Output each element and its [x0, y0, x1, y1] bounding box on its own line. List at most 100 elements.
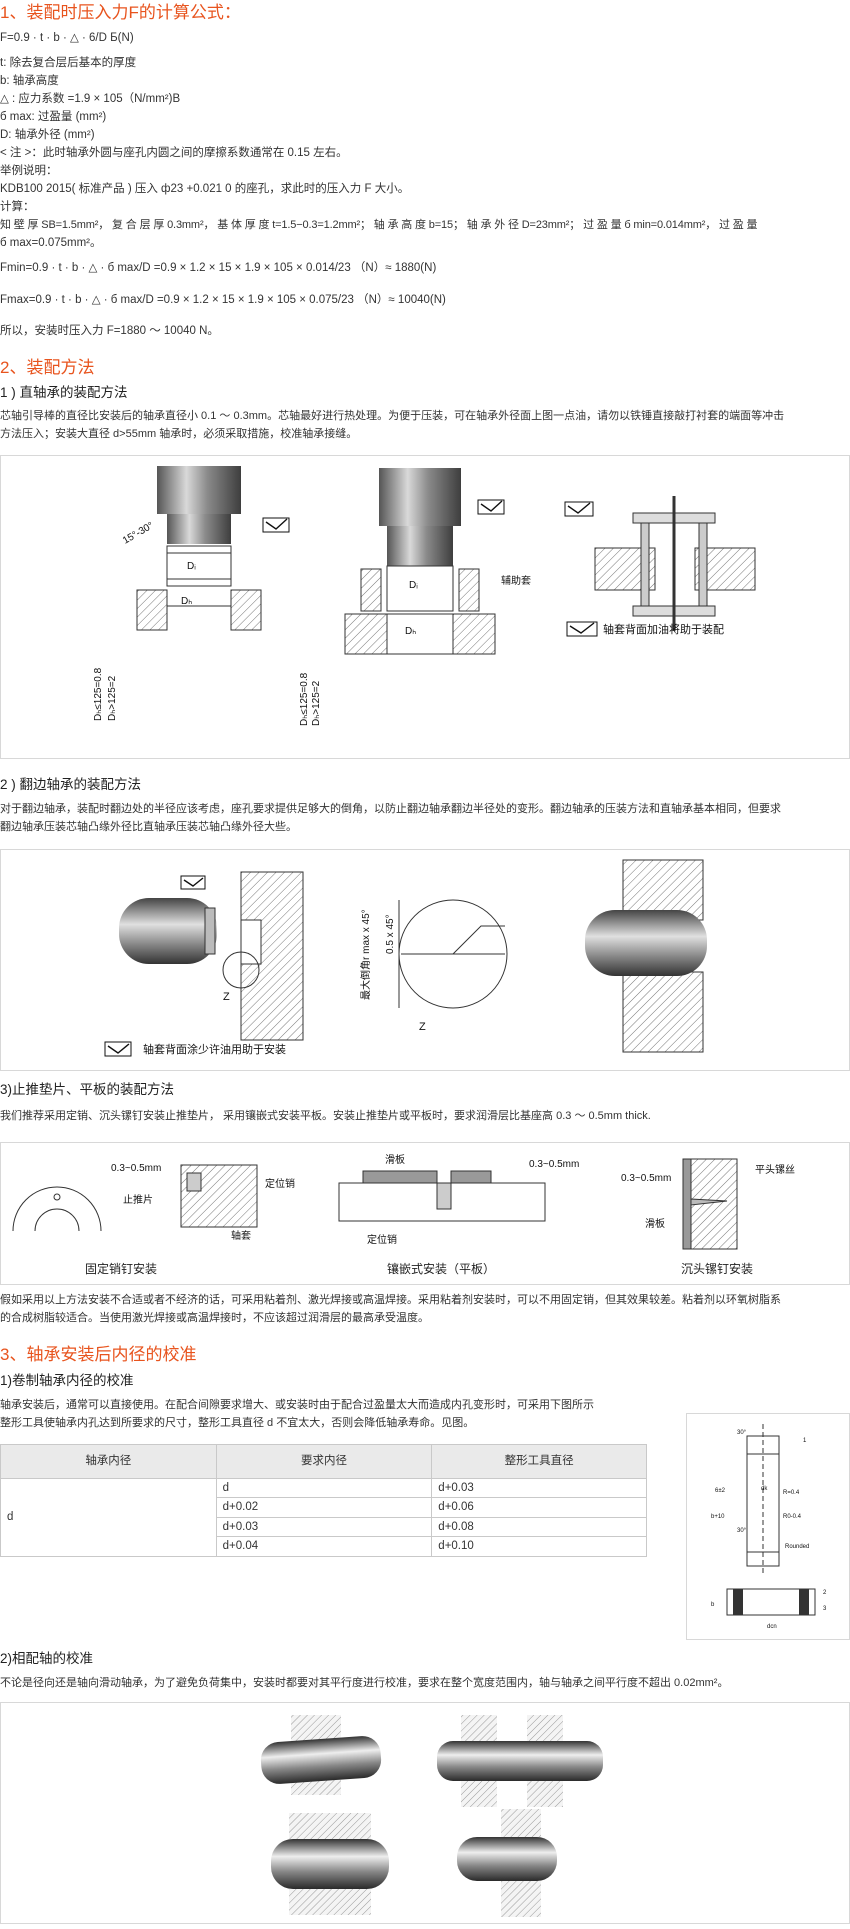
- straight-text-2: 方法压入；安装大直径 d>55mm 轴承时，必须采取措施，校准轴承接缝。: [0, 428, 358, 440]
- def-t: t: 除去复合层后基本的厚度: [0, 57, 137, 69]
- fig2-legend: 轴套背面涂少许油用助于安装: [143, 1042, 286, 1056]
- fmax-formula: Fmax=0.9 · t · b · △ · б max/D =0.9 × 1.…: [0, 294, 446, 306]
- table-row: d+0.04 d+0.10: [1, 1536, 647, 1557]
- table-row: d d d+0.03: [0, 1477, 647, 1557]
- table-cell: d+0.03: [431, 1477, 647, 1499]
- fig1-dim1-mid: Dₕ≤125=0.8: [299, 672, 310, 726]
- example-text: KDB100 2015( 标准产品 ) 压入 ф23 +0.021 0 的座孔，…: [0, 183, 410, 195]
- table-header: 要求内径: [215, 1444, 433, 1479]
- table-cell: d+0.10: [431, 1536, 647, 1557]
- fig1-dh-left: Dₕ: [181, 596, 192, 607]
- fig2-z-mid: Z: [419, 1021, 426, 1033]
- subsection-straight-bearing: 1 ) 直轴承的装配方法: [0, 385, 128, 400]
- after-text-1: 假如采用以上方法安装不合适或者不经济的话，可采用粘着剂、激光焊接或高温焊接。采用…: [0, 1294, 781, 1306]
- oil-can-icon: [180, 875, 206, 890]
- subsection-flanged-bearing: 2 ) 翻边轴承的装配方法: [0, 777, 142, 792]
- fig3-slide-right: 滑板: [645, 1217, 665, 1230]
- fig1-dim2-left: Dₕ>125=2: [107, 675, 118, 721]
- fig3-pin: 定位销: [265, 1177, 295, 1190]
- fig4-dk: dk: [761, 1486, 768, 1492]
- fig4-angle-1: 30°: [737, 1430, 747, 1436]
- thrust-text: 我们推荐采用定销、沉头镙钉安装止推垫片， 采用镶嵌式安装平板。安装止推垫片或平板…: [0, 1110, 651, 1122]
- fig4-callout-1: 1: [803, 1438, 807, 1444]
- calc-line-2: б max=0.075mm²。: [0, 237, 102, 249]
- example-label: 举例说明：: [0, 165, 58, 177]
- subsection-shaft-calibration: 2)相配轴的校准: [0, 1651, 94, 1666]
- def-d: D: 轴承外径 (mm²): [0, 129, 95, 141]
- fig1-angle: 15°-30°: [121, 520, 156, 546]
- flanged-text-1: 对于翻边轴承，装配时翻边处的半径应该考虑，座孔要求提供足够大的倒角，以防止翻边轴…: [0, 803, 781, 815]
- subsection-thrust-washer: 3)止推垫片、平板的装配方法: [0, 1082, 175, 1097]
- fig3-washer: 止推片: [123, 1193, 153, 1206]
- fig3-sleeve: 轴套: [231, 1229, 251, 1242]
- fig4-r1: R=0.4: [783, 1490, 800, 1496]
- figure-sizing-tool-drawing: 30° 1 6±2 dk R=0.4 b+10 R0-0.4 30° Round…: [711, 1424, 827, 1630]
- rolled-text-2: 整形工具使轴承内孔达到所要求的尺寸，整形工具直径 d 不宜太大，否则会降低轴承寿…: [0, 1417, 475, 1429]
- fig3-pin-mid: 定位销: [367, 1233, 397, 1246]
- fig4-bp: 6±2: [715, 1488, 726, 1494]
- fig2-chamfer: 0.5 x 45°: [385, 914, 396, 954]
- fig4-callout-3: 3: [823, 1606, 827, 1612]
- fmin-formula: Fmin=0.9 · t · b · △ · б max/D =0.9 × 1.…: [0, 262, 437, 274]
- calc-label: 计算：: [0, 201, 35, 213]
- fig4-b: b: [711, 1602, 715, 1608]
- calibration-table: 轴承内径 要求内径 整形工具直径 d d d+0.03 d+0.02 d+0.0…: [0, 1444, 647, 1557]
- def-delta: △ : 应力系数 =1.9 × 105（N/mm²)B: [0, 93, 181, 105]
- subsection-rolled-bearing: 1)卷制轴承内径的校准: [0, 1373, 134, 1388]
- figure-straight-bearing: Dᵢ 15°-30° Dₕ Dₕ≤125=0.8 Dₕ>125=2 Dᵢ 辅助套…: [0, 455, 850, 759]
- fig3-slide: 滑板: [385, 1153, 405, 1166]
- figure-flanged-bearing: Z 0.5 x 45° 最大倒角r max x 45° Z 轴套背面涂少许油用助…: [0, 849, 850, 1071]
- note: < 注 >：此时轴承外圆与座孔内圆之间的摩擦系数通常在 0.15 左右。: [0, 147, 348, 159]
- figure-straight-bearing-drawing: Dᵢ 15°-30° Dₕ Dₕ≤125=0.8 Dₕ>125=2 Dᵢ 辅助套…: [93, 466, 756, 726]
- table-cell: d+0.08: [431, 1516, 647, 1538]
- table-cell: d+0.03: [215, 1516, 433, 1538]
- fig2-z-left: Z: [223, 991, 230, 1003]
- rolled-text-1: 轴承安装后，通常可以直接使用。在配合间隙要求增大、或安装时由于配合过盈量太大而造…: [0, 1399, 594, 1411]
- fig4-r2: R0-0.4: [783, 1514, 802, 1520]
- table-row-label: d: [0, 1478, 217, 1557]
- table-header-row: 轴承内径 要求内径 整形工具直径: [0, 1444, 647, 1479]
- fig3-gap-left: 0.3~0.5mm: [111, 1163, 161, 1174]
- fig4-dcn: dcn: [767, 1624, 777, 1630]
- oil-can-icon: [477, 499, 505, 515]
- after-text-2: 的合成树脂较适合。当使用激光焊接或高温焊接时，不应该超过润滑层的最高承受温度。: [0, 1312, 429, 1324]
- figure-thrust-washer: 0.3~0.5mm 止推片 定位销 轴套 固定销钉安装 滑板 0.3~0.5mm…: [0, 1142, 850, 1285]
- fig1-aux-sleeve: 辅助套: [501, 574, 531, 587]
- fig1-di-mid: Dᵢ: [409, 580, 418, 591]
- def-b: b: 轴承高度: [0, 75, 59, 87]
- table-cell: d+0.06: [431, 1497, 647, 1518]
- section-1-title: 1、装配时压入力F的计算公式：: [0, 3, 241, 22]
- fig4-b10: b+10: [711, 1514, 725, 1520]
- figure-shaft-alignment: [0, 1702, 850, 1924]
- fig1-di-left: Dᵢ: [187, 561, 196, 572]
- table-cell: d+0.02: [215, 1497, 433, 1518]
- fig3-caption-inlay: 镶嵌式安装（平板）: [387, 1261, 495, 1276]
- calc-line-1: 知 壁 厚 SB=1.5mm²， 复 合 层 厚 0.3mm²， 基 体 厚 度…: [0, 219, 758, 231]
- table-row: d+0.03 d+0.08: [1, 1516, 647, 1538]
- fig3-gap-right: 0.3~0.5mm: [621, 1173, 671, 1184]
- fig4-rounded: Rounded: [785, 1544, 809, 1550]
- table-header: 整形工具直径: [431, 1444, 647, 1479]
- fig3-gap-mid: 0.3~0.5mm: [529, 1159, 579, 1170]
- table-cell: d+0.04: [215, 1536, 433, 1557]
- oil-can-icon: [262, 517, 290, 533]
- table-cell: d: [215, 1477, 433, 1499]
- result-text: 所以，安装时压入力 F=1880 ～ 10040 N。: [0, 325, 219, 337]
- figure-shaft-alignment-drawing: [260, 1715, 603, 1917]
- figure-sizing-tool: 30° 1 6±2 dk R=0.4 b+10 R0-0.4 30° Round…: [686, 1413, 850, 1640]
- section-3-title: 3、轴承安装后内径的校准: [0, 1345, 197, 1364]
- formula: F=0.9 · t · b · △ · 6/D Б(N): [0, 32, 134, 44]
- def-max: б max: 过盈量 (mm²): [0, 111, 107, 123]
- fig3-caption-screw: 沉头镙钉安装: [681, 1261, 753, 1276]
- straight-text-1: 芯轴引导棒的直径比安装后的轴承直径小 0.1 ～ 0.3mm。芯轴最好进行热处理…: [0, 410, 785, 422]
- oil-can-icon: [564, 501, 594, 517]
- fig1-dh-mid: Dₕ: [405, 626, 416, 637]
- fig3-screw: 平头镙丝: [755, 1163, 795, 1176]
- figure-flanged-bearing-drawing: Z 0.5 x 45° 最大倒角r max x 45° Z 轴套背面涂少许油用助…: [104, 859, 707, 1057]
- section-2-title: 2、装配方法: [0, 358, 95, 377]
- fig2-max-radius: 最大倒角r max x 45°: [359, 909, 372, 1000]
- fig4-callout-2: 2: [823, 1590, 827, 1596]
- shaft-text: 不论是径向还是轴向滑动轴承，为了避免负荷集中，安装时都要对其平行度进行校准，要求…: [0, 1677, 729, 1689]
- figure-thrust-washer-drawing: 0.3~0.5mm 止推片 定位销 轴套 固定销钉安装 滑板 0.3~0.5mm…: [12, 1153, 795, 1276]
